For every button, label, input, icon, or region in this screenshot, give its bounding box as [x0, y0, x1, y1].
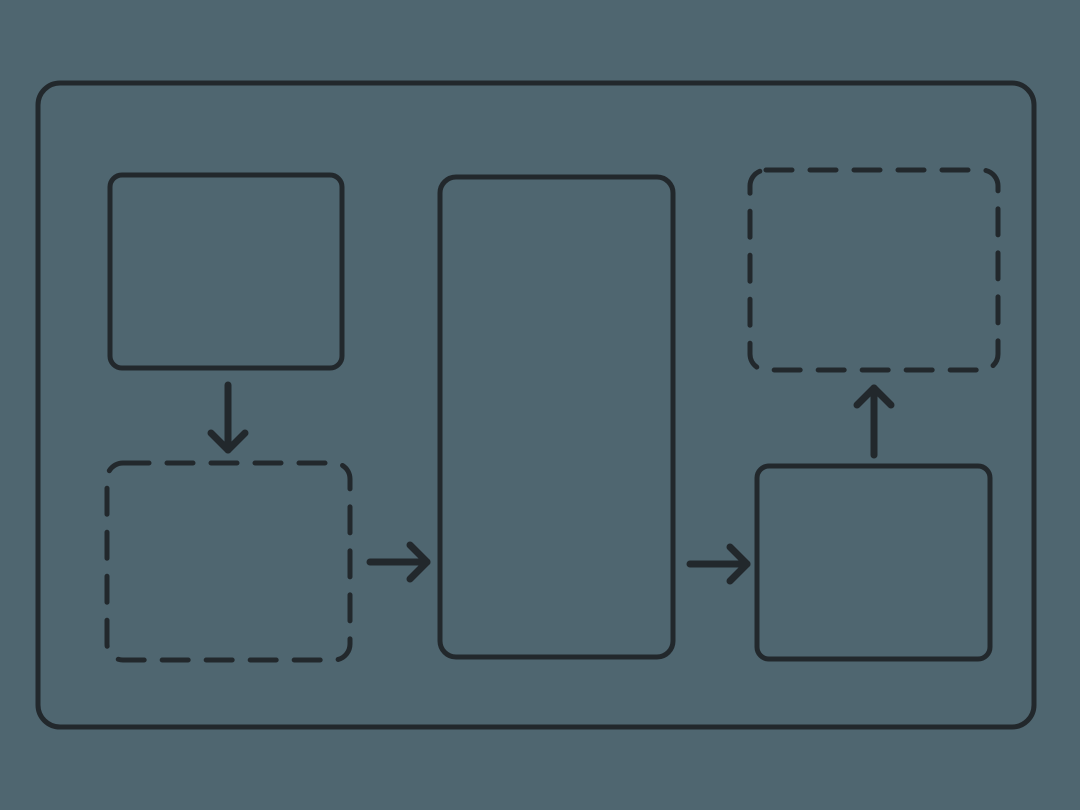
arrow-right-center-to-bottom-right	[686, 543, 751, 585]
bottom-left-box[interactable]	[104, 460, 353, 663]
arrow-up-bottom-right-to-top-right	[853, 384, 895, 459]
center-tall-box[interactable]	[437, 174, 676, 660]
bottom-right-box[interactable]	[754, 463, 993, 662]
outer-frame	[35, 80, 1037, 730]
arrow-down-head-icon	[207, 429, 249, 454]
top-right-box[interactable]	[747, 167, 1001, 373]
arrow-right-bottom-left-to-center	[366, 541, 431, 583]
arrow-right-head-icon	[726, 543, 751, 585]
top-left-box[interactable]	[107, 172, 345, 371]
arrow-right-head-icon	[406, 541, 431, 583]
arrow-up-head-icon	[853, 384, 895, 409]
arrow-down-top-left-to-bottom-left	[207, 381, 249, 454]
